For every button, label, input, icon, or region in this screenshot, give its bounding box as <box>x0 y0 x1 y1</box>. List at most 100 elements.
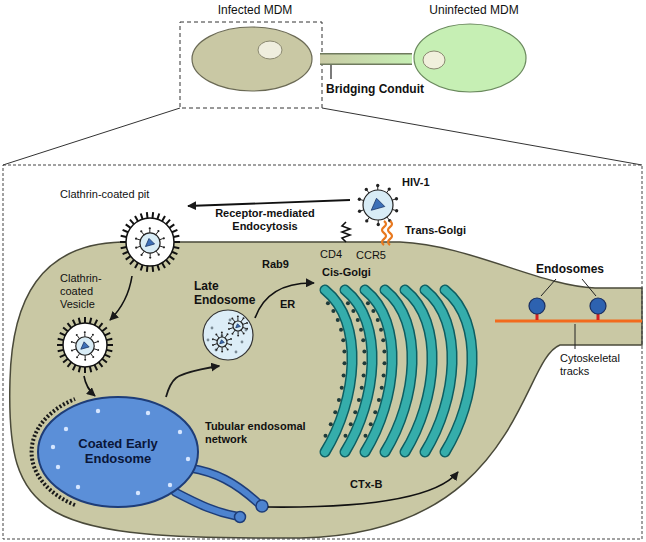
lumen-dot <box>51 445 55 449</box>
cisterna <box>365 290 392 452</box>
ribosome-dot <box>383 361 387 365</box>
envelope-knob <box>135 247 137 249</box>
envelope-knob <box>163 237 165 239</box>
node-label: Infected MDM <box>190 4 320 18</box>
cisterna-outline <box>425 290 452 452</box>
envelope-knob <box>365 188 368 191</box>
virion <box>358 184 399 226</box>
vesicle-membrane <box>63 323 107 367</box>
ribosome-dot <box>362 349 366 353</box>
envelope-knob <box>158 254 160 256</box>
clathrin-bristle <box>63 328 68 332</box>
clathrin-bristle <box>166 220 170 224</box>
lumen-dot <box>186 457 190 461</box>
envelope-knob <box>231 317 233 319</box>
clathrin-bristle <box>63 359 68 363</box>
envelope-knob <box>237 316 239 318</box>
clathrin-vesicle <box>57 317 113 373</box>
lumen-dot <box>211 327 214 330</box>
clathrin-bristle <box>73 365 76 370</box>
clathrin-bristle <box>135 216 138 221</box>
clathrin-bristle <box>58 339 64 340</box>
virion <box>212 332 232 353</box>
envelope-knob <box>71 341 73 343</box>
envelope-knob <box>221 350 223 352</box>
leader-line <box>541 279 556 296</box>
motor-link <box>597 314 600 320</box>
envelope-knob <box>149 256 151 258</box>
clathrin-bristle <box>157 265 159 271</box>
lumen-dot <box>136 491 140 495</box>
envelope-knob <box>377 223 380 226</box>
cisterna <box>405 290 432 452</box>
envelope-knob <box>84 331 86 333</box>
ribosome-dot <box>357 398 361 402</box>
clathrin-bristle <box>95 365 98 370</box>
envelope-knob <box>97 341 99 343</box>
envelope-knob <box>149 227 151 229</box>
envelope-knob <box>243 333 245 335</box>
cell-body <box>414 24 526 92</box>
ribosome-dot <box>359 328 363 332</box>
cisterna-outline <box>325 290 352 452</box>
organelle-label: Trans-Golgi <box>405 224 466 237</box>
envelope-knob <box>358 198 361 201</box>
lumen-dot <box>207 339 210 342</box>
clathrin-bristle <box>174 241 180 243</box>
pathway-label: Rab9 <box>262 258 289 271</box>
clathrin-bristle <box>106 350 112 351</box>
clathrin-bristle <box>102 328 107 332</box>
pathway-arrow <box>110 276 132 320</box>
clathrin-bristle <box>106 339 112 340</box>
envelope-knob <box>388 187 391 190</box>
clathrin-bristle <box>68 362 72 367</box>
pathway-label: CTx-B <box>350 478 382 491</box>
envelope-knob <box>157 230 159 232</box>
virion-core <box>371 198 385 210</box>
envelope-knob <box>221 332 223 334</box>
virion-envelope <box>217 337 227 347</box>
envelope-knob <box>237 334 239 336</box>
cisterna-outline <box>345 290 372 452</box>
ribosome-dot <box>353 410 357 414</box>
clathrin-bristle <box>126 256 131 260</box>
endosome-dot <box>590 298 606 314</box>
node-outline <box>190 4 320 94</box>
receptor-label: CD4 <box>320 248 342 261</box>
envelope-knob <box>140 230 142 232</box>
zoom-box <box>3 165 642 539</box>
envelope-knob <box>140 254 142 256</box>
envelope-knob <box>76 334 78 336</box>
ribosome-dot <box>341 338 345 342</box>
cisterna <box>445 290 472 452</box>
ribosome-dot <box>363 361 367 365</box>
ribosome-dot <box>342 373 346 377</box>
envelope-knob <box>163 246 165 248</box>
macrophage-cell <box>10 242 642 538</box>
structure-label: Endosomes <box>536 262 604 276</box>
clathrin-bristle <box>166 260 170 264</box>
ribosome-dot <box>340 386 344 390</box>
pathway-arrow <box>268 472 458 507</box>
receptor-label: CCR5 <box>356 249 386 262</box>
endosome-dot <box>529 298 545 314</box>
ribosome-dot <box>381 338 385 342</box>
envelope-knob <box>76 356 78 358</box>
zoom-line <box>3 108 180 165</box>
virion-core <box>81 342 89 349</box>
cell-nucleus <box>423 51 445 69</box>
lumen-dot <box>241 341 244 344</box>
envelope-knob <box>92 356 94 358</box>
clathrin-bristle <box>73 320 76 325</box>
lumen-dot <box>168 483 172 487</box>
clathrin-bristle <box>146 266 149 272</box>
clathrin-bristle <box>60 355 65 358</box>
ribosome-dot <box>360 386 364 390</box>
organelle-label: ER <box>280 298 295 311</box>
clathrin-bristle <box>95 320 98 325</box>
ribosome-dot <box>380 386 384 390</box>
endosome-membrane <box>203 310 253 360</box>
lumen-dot <box>146 411 150 415</box>
